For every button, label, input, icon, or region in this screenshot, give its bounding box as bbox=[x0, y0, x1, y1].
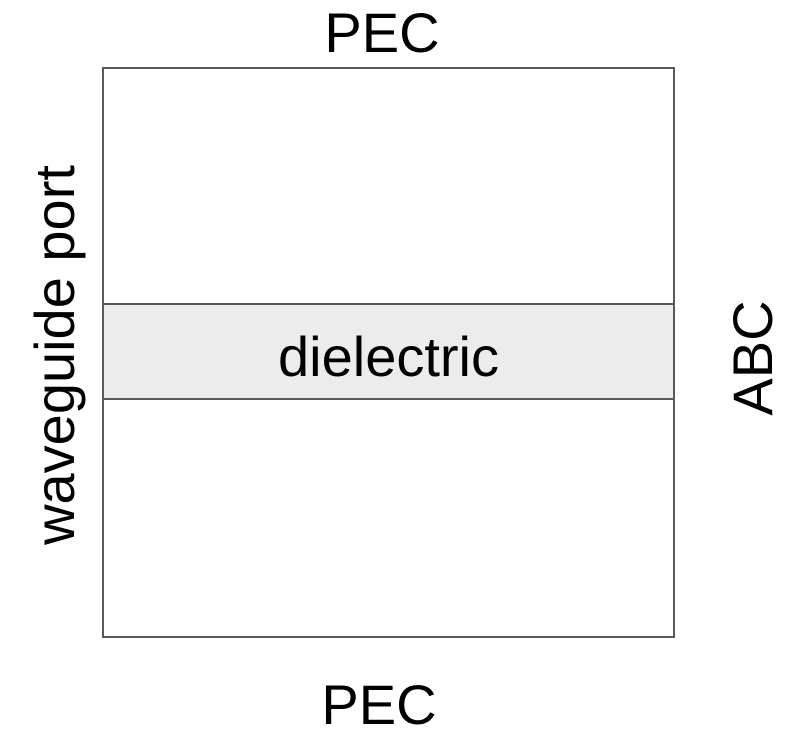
dielectric-region: dielectric bbox=[104, 303, 673, 400]
boundary-label-bottom-pec: PEC bbox=[321, 673, 437, 736]
boundary-label-abc: ABC bbox=[721, 300, 784, 416]
dielectric-label: dielectric bbox=[278, 324, 499, 388]
boundary-label-waveguide-port: waveguide port bbox=[23, 165, 86, 545]
boundary-label-top-pec: PEC bbox=[324, 1, 440, 64]
simulation-domain-box: dielectric bbox=[102, 67, 675, 638]
